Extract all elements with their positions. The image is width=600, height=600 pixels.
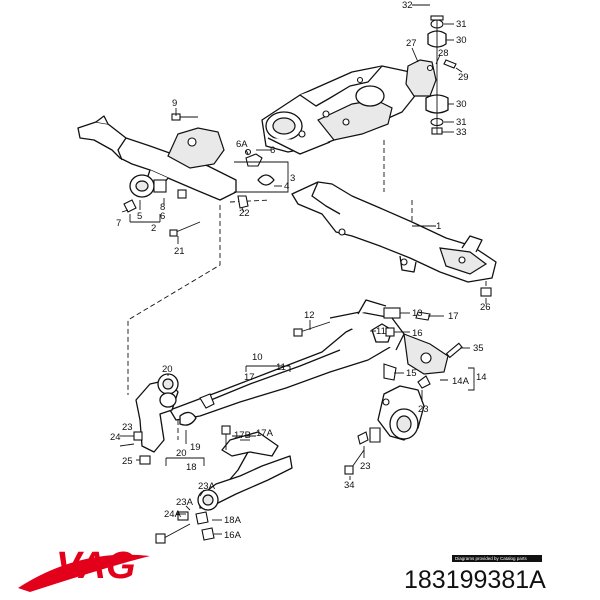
watermark-note: Diagrams provided by Catalog parts — [455, 556, 528, 561]
callout-30: 30 — [456, 99, 467, 110]
callout-17: 17 — [448, 311, 459, 322]
vag-logo-text: VAG — [56, 545, 136, 587]
callout-28: 28 — [438, 48, 449, 59]
vag-logo: VAG — [18, 545, 150, 592]
callout-11: 11 — [376, 326, 386, 337]
callout-6: 6 — [270, 145, 275, 156]
assembly-guide-lines — [127, 140, 487, 440]
callout-23a: 23A — [176, 497, 194, 508]
callout-23: 23 — [122, 422, 133, 433]
callout-labels: 32 31 30 27 28 29 30 31 33 9 6A 6 3 4 8 … — [110, 0, 491, 541]
callout-20: 20 — [176, 448, 187, 459]
wheel-hub-carrier — [344, 375, 431, 475]
callout-24: 24 — [110, 432, 121, 443]
callout-18a: 18A — [224, 515, 242, 526]
callout-23a: 23A — [198, 481, 216, 492]
callout-21: 21 — [174, 246, 185, 257]
callout-6: 6 — [160, 211, 165, 222]
callout-7: 7 — [116, 218, 121, 229]
callout-17: 17 — [244, 372, 255, 383]
callout-32: 32 — [402, 0, 413, 11]
leader-lines — [119, 4, 487, 535]
callout-10: 10 — [252, 352, 263, 363]
callout-14: 14 — [476, 372, 487, 383]
subframe-mount-hardware — [123, 113, 275, 237]
callout-13: 13 — [412, 308, 423, 319]
callout-20: 20 — [162, 364, 173, 375]
callout-16a: 16A — [224, 530, 242, 541]
panhard-rod-mount — [133, 373, 215, 465]
callout-15: 15 — [406, 368, 417, 379]
callout-23: 23 — [418, 404, 429, 415]
rubber-mount-stack — [405, 15, 457, 135]
callout-2: 2 — [151, 223, 156, 234]
callout-35: 35 — [473, 343, 484, 354]
callout-1: 1 — [436, 221, 441, 232]
callout-8: 8 — [160, 202, 165, 213]
callout-16: 16 — [412, 328, 423, 339]
differential-carrier — [261, 65, 419, 155]
callout-9: 9 — [172, 98, 177, 109]
callout-31: 31 — [456, 19, 467, 30]
callout-14a: 14A — [452, 376, 470, 387]
part-number: 183199381A — [404, 566, 546, 594]
callout-25: 25 — [122, 456, 133, 467]
callout-27: 27 — [406, 38, 417, 49]
lower-link-bracket — [155, 425, 293, 544]
callout-33: 33 — [456, 127, 467, 138]
callout-24a: 24A — [164, 509, 182, 520]
callout-34: 34 — [344, 480, 355, 491]
callout-12: 12 — [304, 310, 315, 321]
callout-29: 29 — [458, 72, 469, 83]
callout-23: 23 — [360, 461, 371, 472]
callout-18: 18 — [186, 462, 197, 473]
callout-26: 26 — [480, 302, 491, 313]
callout-19: 19 — [190, 442, 201, 453]
watermark-strip: Diagrams provided by Catalog parts — [452, 555, 542, 562]
callout-30: 30 — [456, 35, 467, 46]
callout-17a: 17A — [256, 428, 274, 439]
axle-assembly — [169, 299, 463, 421]
callout-31: 31 — [456, 117, 467, 128]
callout-6a: 6A — [236, 139, 248, 150]
crossmember — [291, 181, 497, 297]
callout-3: 3 — [290, 173, 295, 184]
callout-4: 4 — [284, 181, 289, 192]
callout-5: 5 — [137, 211, 142, 222]
callout-17b: 17B — [234, 430, 251, 441]
callout-11: 11 — [276, 362, 286, 373]
callout-22: 22 — [239, 208, 250, 219]
